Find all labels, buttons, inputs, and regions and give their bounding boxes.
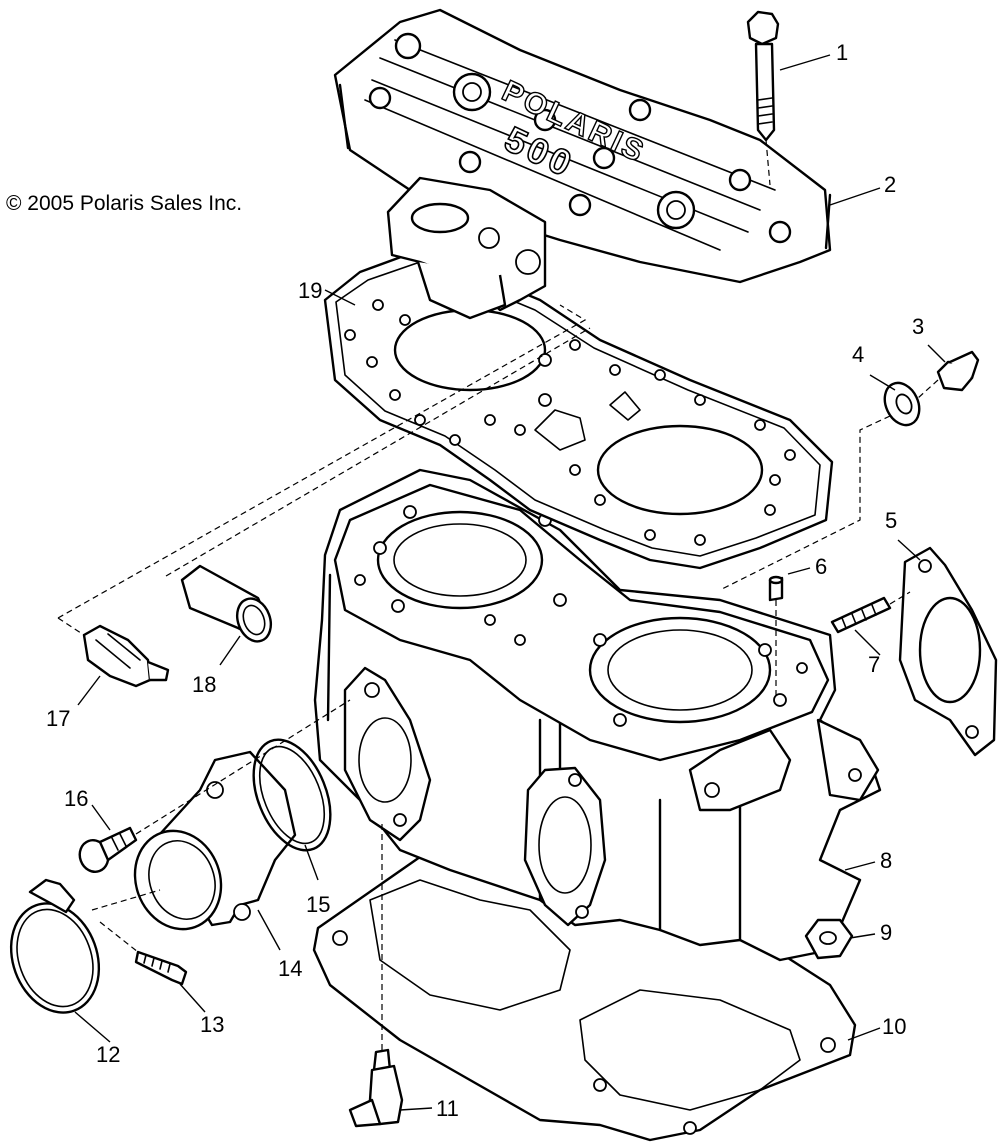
copyright-notice: © 2005 Polaris Sales Inc. <box>6 192 243 215</box>
callout-6: 6 <box>815 554 827 579</box>
callout-8: 8 <box>880 848 892 873</box>
intake-clamp <box>9 878 101 1014</box>
clamp-screw <box>134 950 188 986</box>
callout-12: 12 <box>96 1042 120 1067</box>
head-bolt <box>746 10 780 186</box>
exhaust-gasket <box>898 546 998 757</box>
flange-bolt <box>78 826 138 873</box>
callout-18: 18 <box>192 672 216 697</box>
sealing-washer <box>883 381 921 427</box>
dowel-pin <box>768 575 784 700</box>
callout-9: 9 <box>880 920 892 945</box>
callout-15: 15 <box>306 892 330 917</box>
intake-flange-boot <box>133 750 297 931</box>
flange-nut <box>804 918 854 960</box>
callout-7: 7 <box>868 652 880 677</box>
exhaust-stud <box>830 591 911 634</box>
callout-4: 4 <box>852 342 864 367</box>
sensor-fitting <box>936 350 980 392</box>
callout-1: 1 <box>836 40 848 65</box>
water-fitting <box>348 820 404 1128</box>
callout-14: 14 <box>278 956 302 981</box>
callout-11: 11 <box>436 1096 459 1121</box>
cylinder-head-cover: POLARIS 500 <box>333 8 832 320</box>
callout-10: 10 <box>882 1014 906 1039</box>
callout-13: 13 <box>200 1012 224 1037</box>
callout-17: 17 <box>46 706 70 731</box>
coolant-sleeve <box>180 564 273 643</box>
callout-2: 2 <box>884 172 896 197</box>
callout-19: 19 <box>298 278 322 303</box>
callout-16: 16 <box>64 786 88 811</box>
head-gasket <box>323 248 834 570</box>
temperature-sensor <box>82 624 170 688</box>
callout-5: 5 <box>885 508 897 533</box>
cylinder-block <box>313 468 882 962</box>
callout-3: 3 <box>912 314 924 339</box>
